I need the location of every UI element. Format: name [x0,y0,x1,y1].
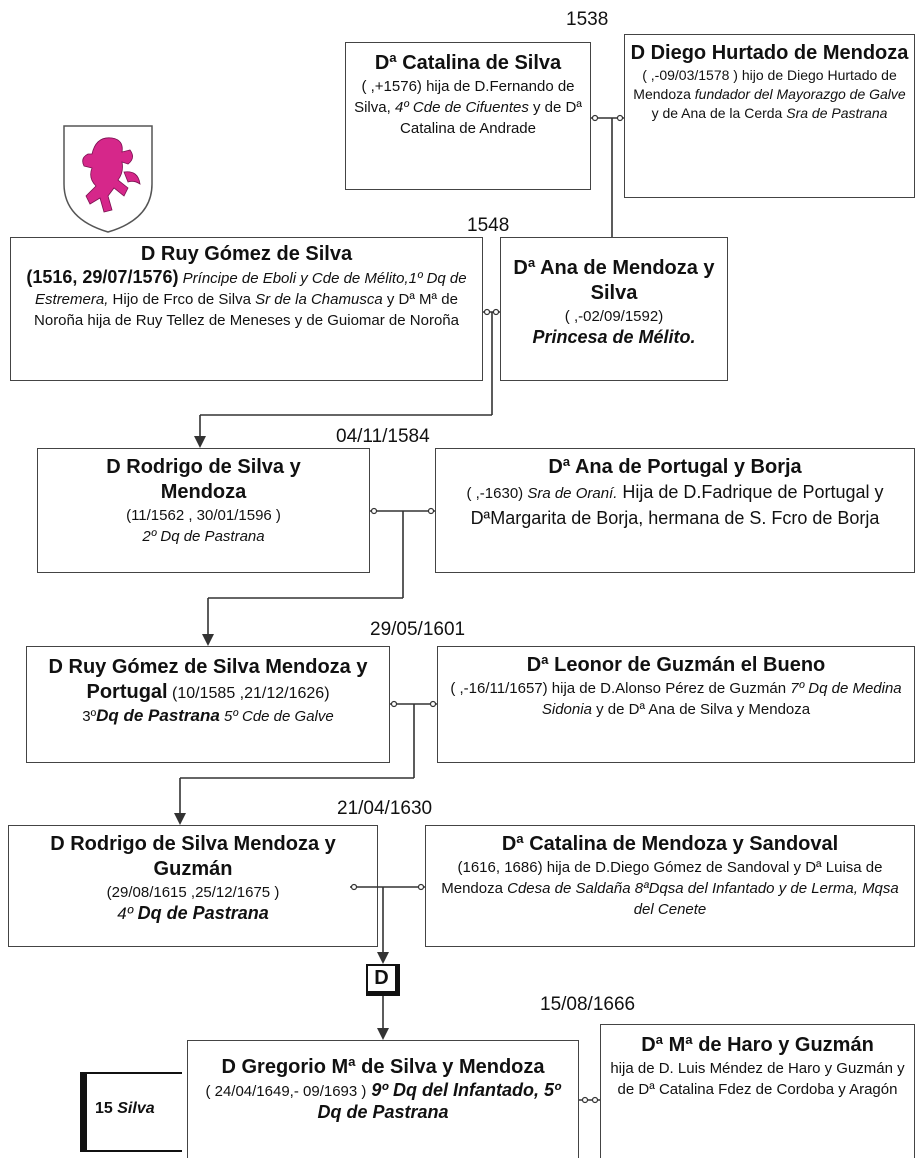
person-title: Príncipe de Eboli y Cde de Mélito,1º Dq … [35,270,467,308]
person-card-rodrigo-de-silva-y-mendoza: D Rodrigo de Silva y Mendoza (11/1562 , … [37,448,370,573]
person-name: D Rodrigo de Silva y Mendoza [106,456,301,503]
person-card-ana-de-mendoza-y-silva: Dª Ana de Mendoza y Silva ( ,-02/09/1592… [500,237,728,381]
person-card-diego-hurtado-de-mendoza: D Diego Hurtado de Mendoza ( ,-09/03/157… [624,34,915,198]
person-text: y de Dª Catalina de Andrade [400,99,582,137]
person-name: Dª Mª de Haro y Guzmán [641,1034,874,1056]
person-text: hija de D.Fernando de Silva, [354,78,575,116]
person-card-catalina-de-mendoza-y-sandoval: Dª Catalina de Mendoza y Sandoval (1616,… [425,825,915,947]
person-dates: ( ,-02/09/1592) [564,308,664,325]
person-name: Dª Leonor de Guzmán el Bueno [526,654,826,676]
person-card-ana-de-portugal-y-borja: Dª Ana de Portugal y Borja ( ,-1630) Sra… [435,448,915,573]
person-text: 4º [117,904,138,923]
person-dates: (1516, 29/07/1576) [26,267,179,287]
person-text: hija de D. Luis Méndez de Haro y Guzmán … [610,1060,905,1098]
person-dates: ( ,-09/03/1578 ) [642,67,738,83]
person-text: hijo de Diego Hurtado de Mendoza [633,67,897,102]
person-dates: (11/1562 , 30/01/1596 ) [126,507,281,524]
person-text: y de Dª Ana de Silva y Mendoza [591,701,811,718]
person-title: 2º Dq de Pastrana [142,528,265,545]
marriage-date-1630: 21/04/1630 [337,798,433,819]
person-title: 9º Dq del Infantado, 5º Dq de Pastrana [317,1080,561,1122]
lineage-tab-number: 15 [95,1100,118,1117]
person-title: Sr de la Chamusca [255,291,383,308]
person-name: Dª Ana de Mendoza y Silva [513,257,715,304]
person-title: 5º Cde de Galve [219,708,334,725]
lineage-tab-name: Silva [117,1100,155,1117]
person-dates: ( ,-1630) [466,485,528,502]
person-title: Cdesa de Saldaña 8ªDqsa del Infantado y … [507,880,899,918]
person-name: Dª Catalina de Silva [374,52,562,74]
marriage-date-1538: 1538 [566,9,609,30]
marriage-date-1584: 04/11/1584 [336,426,430,447]
person-title: Dq de Pastrana [96,706,220,725]
person-card-rodrigo-de-silva-mendoza-y-guzman: D Rodrigo de Silva Mendoza y Guzmán (29/… [8,825,378,947]
person-name: Dª Ana de Portugal y Borja [548,456,802,478]
person-dates: (1616, 1686) [457,859,543,876]
marriage-date-1548: 1548 [467,215,510,236]
person-text: y Dª Mª de Noroña hija de Ruy Tellez de … [34,291,459,329]
marriage-date-1666: 15/08/1666 [540,994,636,1015]
person-dates: (10/1585 ,21/12/1626) [167,685,330,702]
person-name: D Diego Hurtado de Mendoza [630,42,909,64]
person-dates: ( 24/04/1649,- 09/1693 ) [205,1083,367,1100]
person-title: Sra de Pastrana [786,105,888,121]
lineage-tab: 15 Silva [80,1072,182,1152]
person-text: Hijo de Frco de Silva [108,291,256,308]
person-name: Dª Catalina de Mendoza y Sandoval [501,833,839,855]
person-text: y de Ana de la Cerda [651,105,787,121]
person-text: Hija de D.Fadrique de Portugal y DªMarga… [470,482,884,528]
person-title: 4º Cde de Cifuentes [394,99,529,116]
person-title: fundador del Mayorazgo de Galve [694,86,906,102]
person-card-ruy-gomez-de-silva-mendoza-y-portugal: D Ruy Gómez de Silva Mendoza y Portugal … [26,646,390,763]
person-name: D Ruy Gómez de Silva Mendoza y Portugal [48,656,368,703]
person-text: hija de D.Diego Gómez de Sandoval y Dª L… [441,859,883,897]
person-name: D Rodrigo de Silva Mendoza y Guzmán [50,833,336,880]
marriage-date-1601: 29/05/1601 [370,619,466,640]
person-title: Dq de Pastrana [137,903,269,923]
person-name: D Gregorio Mª de Silva y Mendoza [221,1056,545,1078]
person-card-catalina-de-silva: Dª Catalina de Silva ( ,+1576) hija de D… [345,42,591,190]
person-title: Princesa de Mélito. [532,327,696,347]
descendant-marker-label: D [374,967,389,989]
person-title: Sra de Oraní. [527,485,618,502]
person-text: 3º [82,708,97,725]
coat-of-arms-icon [62,124,154,234]
person-text: hija de D.Alonso Pérez de Guzmán [547,680,791,697]
person-card-ruy-gomez-de-silva: D Ruy Gómez de Silva (1516, 29/07/1576) … [10,237,483,381]
person-name: D Ruy Gómez de Silva [140,243,353,265]
person-dates: ( ,+1576) [361,78,422,95]
descendant-marker: D [366,964,400,996]
person-dates: ( ,-16/11/1657) [450,680,548,697]
person-dates: (29/08/1615 ,25/12/1675 ) [106,884,280,901]
person-title: 7º Dq de Medina Sidonia [541,680,902,718]
person-card-gregorio-de-silva-y-mendoza: D Gregorio Mª de Silva y Mendoza ( 24/04… [187,1040,579,1158]
